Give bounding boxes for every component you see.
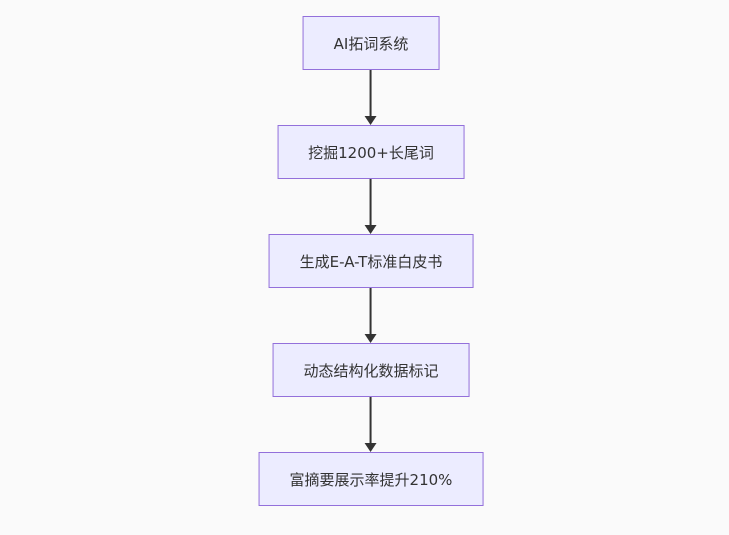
arrowhead-icon bbox=[364, 116, 377, 125]
arrow-down-icon bbox=[364, 288, 377, 343]
arrowhead-icon bbox=[364, 225, 377, 234]
arrow-down-icon bbox=[364, 70, 377, 125]
flowchart: AI拓词系统 挖掘1200+长尾词 生成E-A-T标准白皮书 动态结构化数据标记… bbox=[258, 16, 484, 506]
arrow-shaft bbox=[369, 70, 372, 117]
arrow-shaft bbox=[369, 397, 372, 444]
flowchart-node-step-4: 动态结构化数据标记 bbox=[272, 343, 470, 397]
arrow-shaft bbox=[369, 288, 372, 335]
node-label: 动态结构化数据标记 bbox=[303, 361, 439, 380]
arrow-down-icon bbox=[364, 397, 377, 452]
arrow-down-icon bbox=[364, 179, 377, 234]
node-label: 挖掘1200+长尾词 bbox=[308, 143, 434, 162]
flowchart-node-step-1: AI拓词系统 bbox=[302, 16, 440, 70]
arrowhead-icon bbox=[364, 443, 377, 452]
flowchart-node-step-3: 生成E-A-T标准白皮书 bbox=[268, 234, 474, 288]
flowchart-node-step-5: 富摘要展示率提升210% bbox=[258, 452, 484, 506]
node-label: 富摘要展示率提升210% bbox=[289, 470, 453, 489]
arrow-shaft bbox=[369, 179, 372, 226]
flowchart-node-step-2: 挖掘1200+长尾词 bbox=[277, 125, 465, 179]
node-label: 生成E-A-T标准白皮书 bbox=[299, 252, 443, 271]
arrowhead-icon bbox=[364, 334, 377, 343]
node-label: AI拓词系统 bbox=[333, 34, 409, 53]
